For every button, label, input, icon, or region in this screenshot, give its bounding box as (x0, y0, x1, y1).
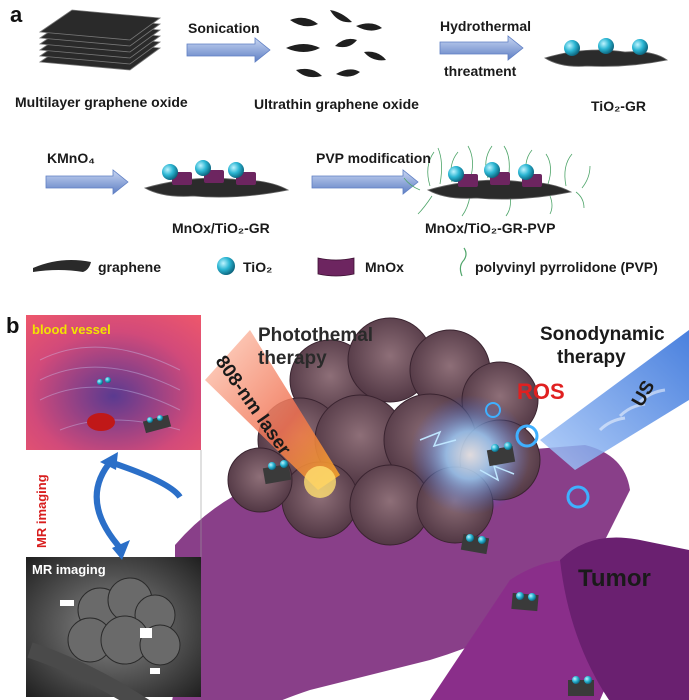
blood-vessel-inset (26, 315, 201, 450)
step-hydrothermal: Hydrothermal (440, 18, 532, 34)
mr-cycle-arrow-right (109, 459, 183, 499)
legend-graphene-label: graphene (98, 259, 162, 275)
mnox-tio2-gr-sheet (143, 160, 290, 198)
legend-tio2-label: TiO₂ (243, 259, 273, 275)
arrow-pvp (311, 169, 419, 195)
label-ultrathin-go: Ultrathin graphene oxide (254, 96, 419, 112)
label-blood-vessel: blood vessel (32, 322, 111, 337)
label-photothermal-therapy: therapy (258, 348, 327, 369)
panel-a-letter: a (10, 2, 23, 27)
arrow-kmno4 (45, 169, 129, 195)
multilayer-graphene-stack (38, 9, 162, 71)
step-pvp-modification: PVP modification (316, 150, 431, 166)
ultrasound-beam (540, 330, 689, 470)
nanosheets (262, 442, 594, 696)
label-ros: ROS (517, 379, 565, 404)
label-photothermal: Photothemal (258, 325, 374, 346)
step-treatment: threatment (444, 63, 517, 79)
tio2-gr-sheet (544, 38, 668, 67)
step-kmno4: KMnO₄ (47, 150, 95, 166)
label-mnox-tio2-gr: MnOx/TiO₂-GR (172, 220, 270, 236)
label-mr-imaging-box: MR imaging (32, 562, 106, 577)
legend-mnox-icon (317, 257, 355, 277)
ultrathin-graphene-flakes (286, 10, 386, 78)
mnox-tio2-gr-pvp-sheet (403, 145, 591, 217)
label-tumor: Tumor (578, 565, 651, 592)
laser-beam (205, 330, 340, 490)
label-tio2-gr: TiO₂-GR (591, 98, 646, 114)
legend-tio2-icon (217, 257, 235, 275)
panel-b-letter: b (6, 313, 20, 338)
legend-mnox-label: MnOx (365, 259, 404, 275)
legend-pvp-icon (459, 247, 467, 277)
legend-graphene-icon (33, 260, 91, 272)
legend-pvp-label: polyvinyl pyrrolidone (PVP) (475, 259, 658, 275)
label-multilayer-go: Multilayer graphene oxide (15, 94, 188, 110)
label-sonodynamic: Sonodynamic (540, 324, 665, 345)
arrow-hydrothermal (439, 35, 524, 61)
label-mr-imaging-side: MR imaging (34, 474, 49, 548)
label-sonodynamic-therapy: therapy (557, 347, 626, 368)
step-sonication: Sonication (188, 20, 260, 36)
panel-b-scene (26, 315, 689, 700)
label-mnox-tio2-gr-pvp: MnOx/TiO₂-GR-PVP (425, 220, 556, 236)
arrow-sonication (186, 37, 271, 63)
mr-cycle-arrow-left (93, 458, 125, 553)
